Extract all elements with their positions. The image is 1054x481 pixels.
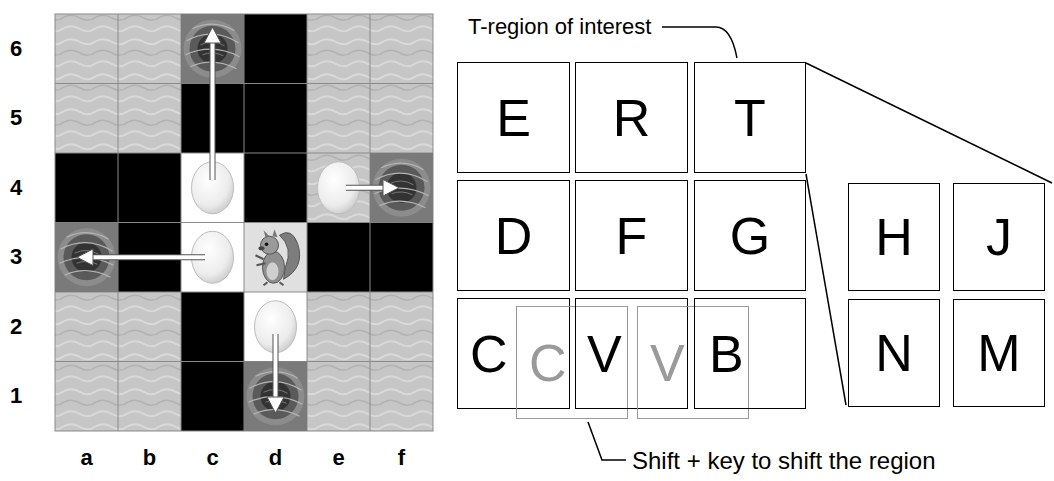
key-letter: F [616,210,648,262]
key-box: R [575,62,688,173]
key-box: D [457,180,570,291]
key-box: M [953,299,1045,407]
key-box: N [848,299,940,407]
key-letter: G [730,210,770,262]
squirrel-figure [256,229,300,285]
row-number: 6 [10,36,22,62]
key-box: B [694,298,806,409]
key-letter: E [496,92,531,144]
nests [55,14,433,431]
column-letter: f [398,445,405,471]
key-letter: R [613,92,651,144]
key-letter: D [495,210,533,262]
key-box: J [953,183,1045,291]
key-letter: N [875,327,913,379]
key-letter: V [587,328,622,380]
key-box: F [575,180,688,291]
column-letter: d [269,445,282,471]
key-letter: H [875,211,913,263]
shifted-key-letter: C [529,337,567,389]
row-number: 5 [10,105,22,131]
black-cells [55,14,433,431]
eggs [192,162,360,353]
key-box: T [694,62,806,173]
key-letter: C [470,328,508,380]
row-number: 4 [10,175,22,201]
zoom-line [806,63,1052,183]
callout-leader [588,422,626,460]
column-letter: b [143,445,156,471]
leader-lines [588,27,1052,460]
column-letter: e [332,445,344,471]
callout-text: Shift + key to shift the region [632,447,936,476]
zoom-line [806,174,846,405]
key-box: E [457,62,570,173]
shifted-key-letter: V [650,337,685,389]
move-arrows [77,27,399,413]
key-letter: B [709,328,744,380]
callout-text: T-region of interest [468,14,651,40]
board-ground [55,14,433,431]
squirrel-cell [244,223,307,293]
key-letter: M [977,327,1020,379]
column-letter: a [80,445,92,471]
key-letter: J [986,211,1012,263]
key-letter: T [734,92,766,144]
column-letter: c [206,445,218,471]
board-grid [55,14,433,431]
callout-leader [662,27,737,58]
row-number: 1 [10,383,22,409]
row-number: 3 [10,244,22,270]
key-box: H [848,183,940,291]
key-box: G [694,180,806,291]
row-number: 2 [10,314,22,340]
